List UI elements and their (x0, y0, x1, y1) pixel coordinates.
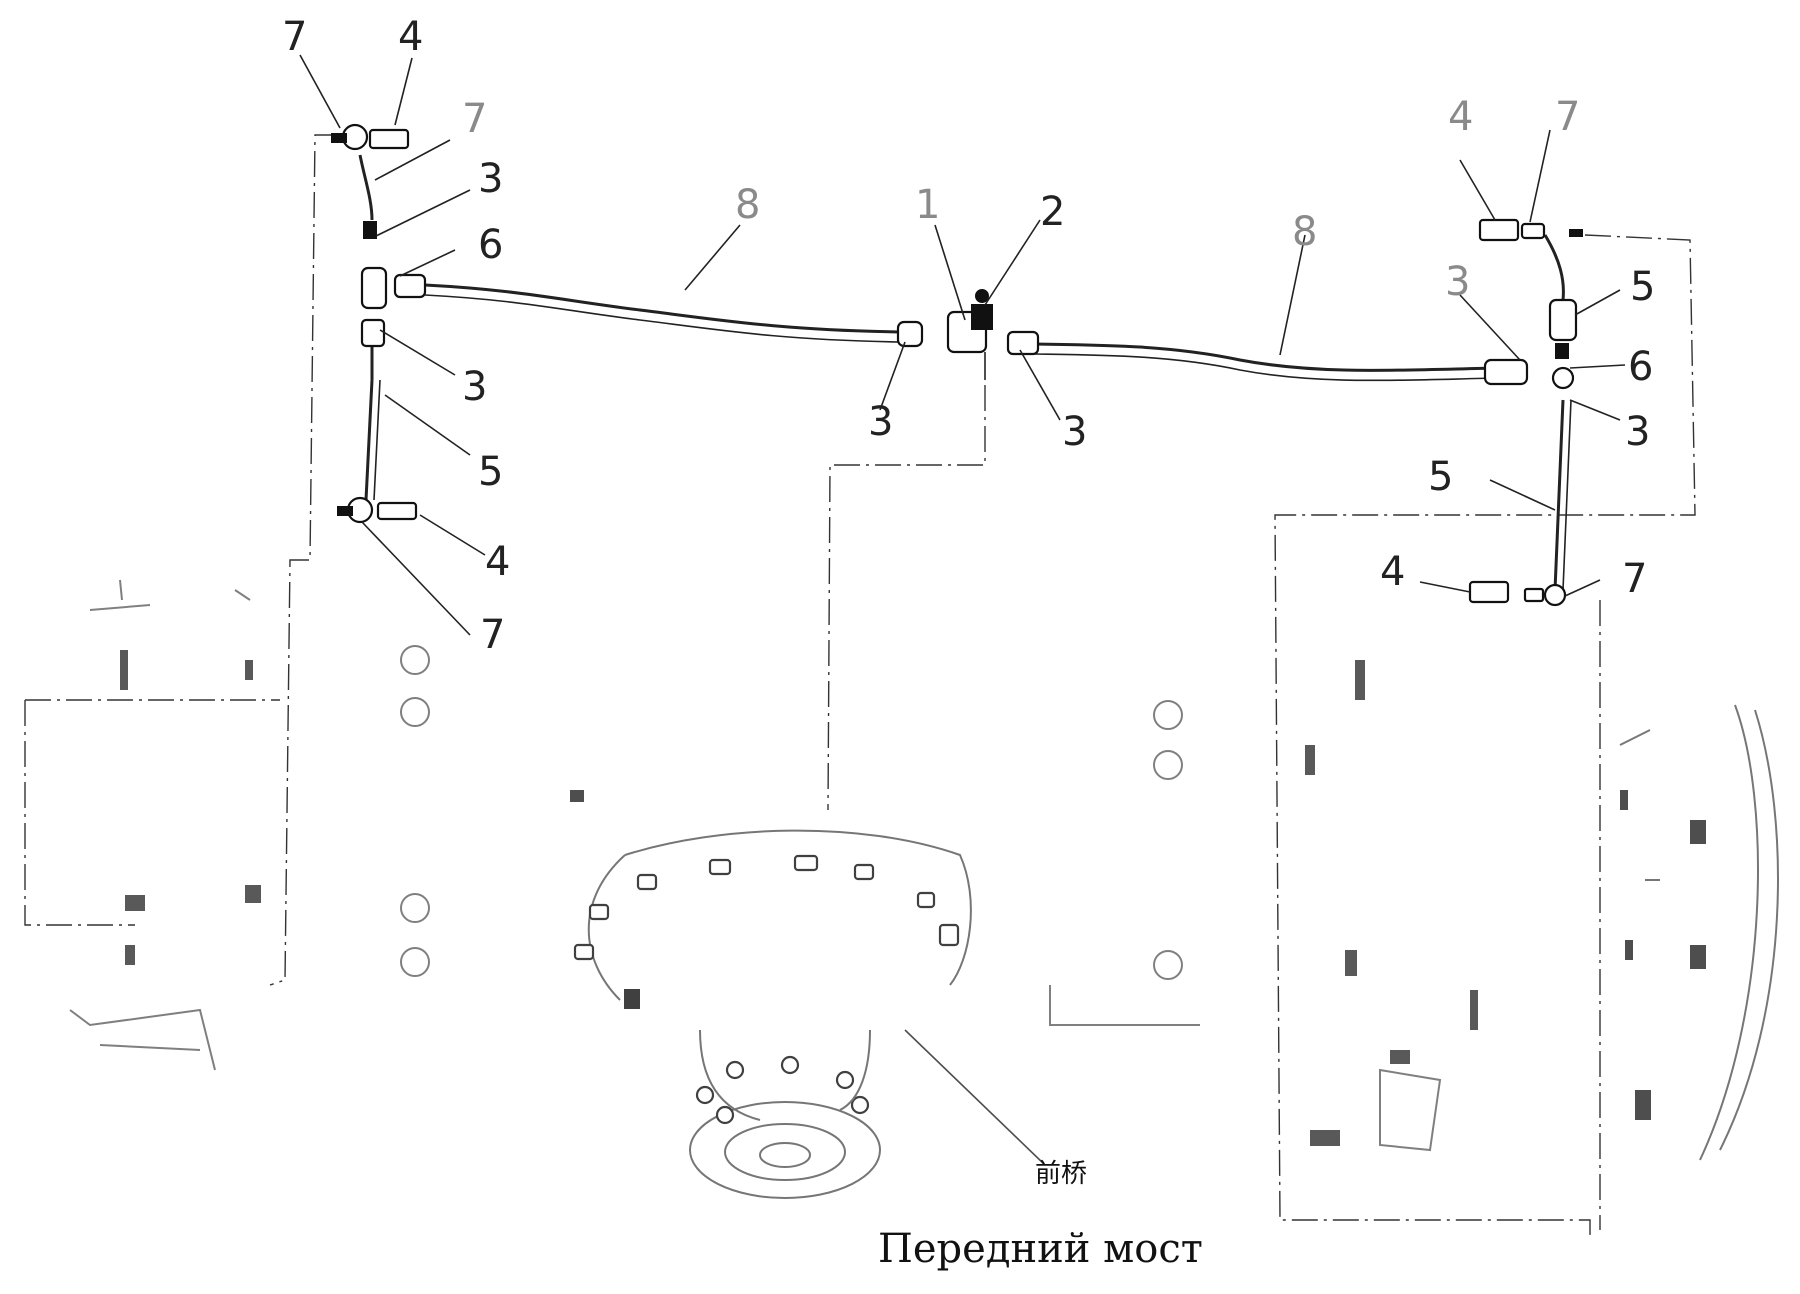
callout-labels: 7 4 7 3 6 3 5 4 7 8 1 2 3 3 8 4 7 3 5 6 … (282, 14, 1655, 658)
callout-c-1: 1 (915, 182, 940, 228)
fitting-top-right-elbow (1478, 218, 1583, 242)
callout-r-5a: 5 (1630, 264, 1655, 310)
tee-connector-left (360, 221, 427, 348)
bolt-ring (573, 854, 960, 1009)
callout-tl-4b: 4 (485, 539, 510, 585)
callout-r-6: 6 (1628, 344, 1653, 390)
callout-tl-5: 5 (478, 449, 503, 495)
axle-housing-left (69, 579, 430, 1071)
brake-hose-left-lower (364, 379, 381, 501)
brake-hose-right-upper (1543, 234, 1565, 301)
callout-tl-7c: 7 (480, 612, 505, 658)
brake-hose-right-lower (1553, 399, 1572, 591)
callout-tl-6: 6 (478, 222, 503, 268)
leader-lines (299, 54, 1626, 636)
output-flange (689, 1029, 881, 1199)
fitting-bottom-left-elbow (337, 496, 418, 524)
axle-housing-right (1049, 660, 1478, 1152)
callout-tl-7b: 7 (462, 96, 487, 142)
brake-pipe-right (1034, 342, 1501, 382)
wheel-hub-right (1619, 704, 1779, 1161)
left-frame-outline (24, 134, 340, 986)
right-frame-outline (1274, 234, 1696, 1240)
callout-r-3b: 3 (1625, 409, 1650, 455)
axle-differential-center (570, 790, 1046, 1199)
tee-connector-right (1483, 298, 1578, 390)
front-axle-sublabel: 前桥 (1035, 1159, 1087, 1189)
callout-c-8: 8 (735, 182, 760, 228)
callout-r-4: 4 (1448, 94, 1473, 140)
callout-r-3top: 3 (1445, 259, 1470, 305)
callout-tl-7: 7 (282, 14, 307, 60)
callout-tl-3a: 3 (478, 156, 503, 202)
callout-r-5b: 5 (1428, 454, 1453, 500)
callout-tl-4: 4 (398, 14, 423, 60)
callout-c-2: 2 (1040, 189, 1065, 235)
distribution-valve (896, 289, 1040, 380)
diagram-caption: Передний мост (878, 1226, 1203, 1272)
callout-r-7b: 7 (1622, 556, 1647, 602)
callout-r-7: 7 (1555, 94, 1580, 140)
fitting-top-left-elbow (331, 123, 410, 151)
fitting-bottom-right-elbow (1468, 580, 1567, 607)
brake-pipe-left (424, 283, 901, 343)
callout-r-8: 8 (1292, 209, 1317, 255)
callout-r-4b: 4 (1380, 549, 1405, 595)
center-frame-outline (827, 385, 986, 811)
callout-c-3a: 3 (868, 399, 893, 445)
callout-c-3b: 3 (1062, 409, 1087, 455)
callout-tl-3b: 3 (462, 364, 487, 410)
